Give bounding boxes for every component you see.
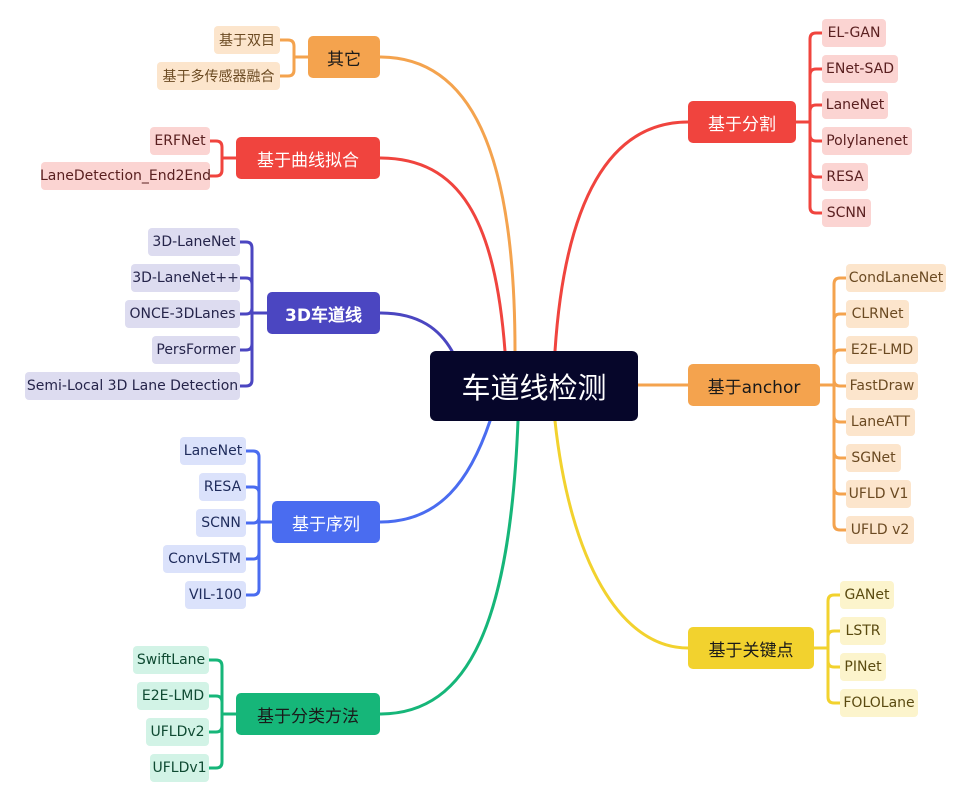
edge-guanjian-leaf-1 [812, 593, 842, 650]
edge-xulie-leaf-5 [244, 520, 274, 597]
edge-root-fenge [553, 120, 690, 353]
edge-root-quxian [378, 156, 507, 353]
leaf-anchor-6[interactable]: SGNet [846, 444, 901, 472]
leaf-xulie-3[interactable]: SCNN [196, 509, 246, 537]
leaf-qita-2[interactable]: 基于多传感器融合 [157, 62, 280, 90]
leaf-xulie-1[interactable]: LaneNet [180, 437, 246, 465]
branch-fenge[interactable]: 基于分割 [688, 101, 796, 143]
branch-qita[interactable]: 其它 [308, 36, 380, 78]
edge-fenlei-leaf-4 [207, 712, 238, 770]
edge-guanjian-leaf-4 [812, 646, 842, 705]
edge-anchor-leaf-1 [818, 276, 848, 387]
edge-root-guanjian [553, 419, 690, 650]
edge-anchor-leaf-8 [818, 383, 848, 532]
leaf-fenge-1[interactable]: EL-GAN [822, 19, 886, 47]
leaf-xulie-5[interactable]: VIL-100 [185, 581, 246, 609]
edge-fenlei-leaf-2 [207, 694, 238, 716]
leaf-quxian-2[interactable]: LaneDetection_End2End [40, 162, 211, 190]
leaf-fenge-3[interactable]: LaneNet [822, 91, 888, 119]
root-node[interactable]: 车道线检测 [430, 351, 638, 421]
leaf-fenlei-2[interactable]: E2E-LMD [137, 682, 209, 710]
edge-3d-leaf-5 [238, 311, 269, 388]
leaf-anchor-7[interactable]: UFLD V1 [846, 480, 911, 508]
leaf-anchor-5[interactable]: LaneATT [846, 408, 915, 436]
edge-guanjian-leaf-2 [812, 629, 842, 650]
leaf-quxian-1[interactable]: ERFNet [150, 127, 210, 155]
branch-guanjian[interactable]: 基于关键点 [688, 627, 814, 669]
edge-root-3d [378, 311, 454, 353]
branch-anchor[interactable]: 基于anchor [688, 364, 820, 406]
leaf-xulie-4[interactable]: ConvLSTM [163, 545, 246, 573]
edge-3d-leaf-2 [238, 276, 269, 315]
leaf-fenge-6[interactable]: SCNN [822, 199, 871, 227]
leaf-anchor-2[interactable]: CLRNet [846, 300, 909, 328]
edge-3d-leaf-1 [238, 240, 269, 315]
edge-quxian-leaf-1 [208, 139, 238, 160]
branch-fenlei[interactable]: 基于分类方法 [236, 693, 380, 735]
leaf-3d-1[interactable]: 3D-LaneNet [148, 228, 240, 256]
leaf-anchor-4[interactable]: FastDraw [846, 372, 918, 400]
edge-fenge-leaf-2 [794, 67, 824, 124]
leaf-3d-4[interactable]: PersFormer [152, 336, 240, 364]
edge-anchor-leaf-2 [818, 312, 848, 387]
edge-root-qita [378, 55, 517, 353]
edge-qita-leaf-1 [278, 38, 310, 59]
leaf-3d-3[interactable]: ONCE-3DLanes [125, 300, 240, 328]
edge-fenge-leaf-6 [794, 120, 824, 215]
edge-root-xulie [378, 419, 492, 524]
leaf-fenge-5[interactable]: RESA [822, 163, 868, 191]
leaf-guanjian-1[interactable]: GANet [840, 581, 894, 609]
leaf-guanjian-4[interactable]: FOLOLane [840, 689, 918, 717]
branch-quxian[interactable]: 基于曲线拟合 [236, 137, 380, 179]
edge-fenlei-leaf-1 [207, 658, 238, 716]
leaf-fenge-4[interactable]: Polylanenet [822, 127, 912, 155]
leaf-3d-5[interactable]: Semi-Local 3D Lane Detection [25, 372, 240, 400]
leaf-3d-2[interactable]: 3D-LaneNet++ [131, 264, 240, 292]
edge-xulie-leaf-1 [244, 449, 274, 524]
leaf-xulie-2[interactable]: RESA [199, 473, 246, 501]
leaf-qita-1[interactable]: 基于双目 [214, 26, 280, 54]
leaf-fenlei-1[interactable]: SwiftLane [133, 646, 209, 674]
leaf-anchor-8[interactable]: UFLD v2 [846, 516, 914, 544]
edge-anchor-leaf-3 [818, 348, 848, 387]
edge-quxian-leaf-2 [208, 156, 238, 178]
edge-xulie-leaf-2 [244, 485, 274, 524]
edge-fenge-leaf-1 [794, 31, 824, 124]
leaf-fenlei-3[interactable]: UFLDv2 [146, 718, 209, 746]
leaf-fenge-2[interactable]: ENet-SAD [822, 55, 898, 83]
branch-xulie[interactable]: 基于序列 [272, 501, 380, 543]
leaf-guanjian-3[interactable]: PINet [840, 653, 886, 681]
edge-root-fenlei [378, 419, 520, 716]
edge-fenge-leaf-3 [794, 103, 824, 124]
leaf-guanjian-2[interactable]: LSTR [840, 617, 886, 645]
leaf-anchor-3[interactable]: E2E-LMD [846, 336, 918, 364]
leaf-fenlei-4[interactable]: UFLDv1 [150, 754, 209, 782]
edge-qita-leaf-2 [278, 55, 310, 78]
branch-3d[interactable]: 3D车道线 [267, 292, 380, 334]
leaf-anchor-1[interactable]: CondLaneNet [846, 264, 946, 292]
